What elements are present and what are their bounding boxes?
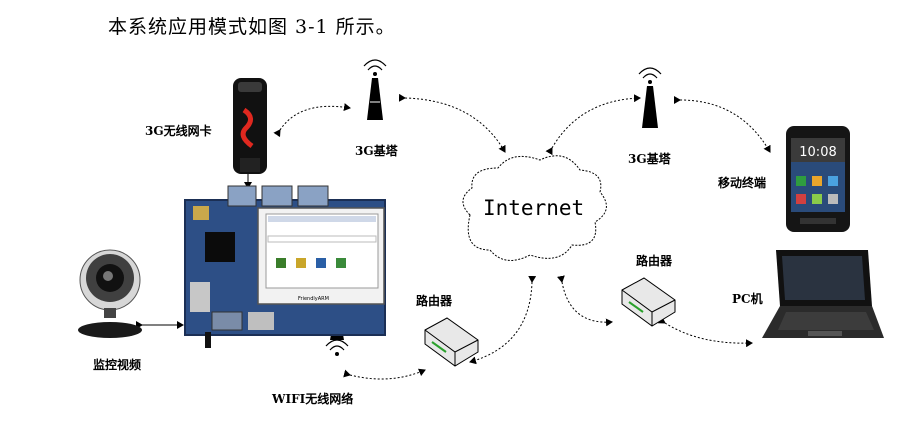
label-internet: Internet — [483, 196, 584, 220]
label-router-left: 路由器 — [416, 292, 452, 309]
label-mobile-terminal: 移动终端 — [718, 174, 766, 191]
cell-tower-icon — [364, 60, 386, 120]
link-internet-router-left — [470, 282, 532, 362]
webcam-icon — [78, 250, 142, 338]
cell-tower-icon — [639, 68, 661, 128]
3g-modem-icon — [233, 78, 267, 174]
label-3g-tower-right: 3G基塔 — [628, 150, 671, 167]
link-tower-mobile — [680, 100, 770, 152]
phone-clock: 10:08 — [799, 145, 836, 160]
link-wifi-router — [350, 370, 425, 379]
router-icon — [622, 278, 675, 326]
smartphone-icon: 10:08 — [786, 126, 850, 232]
link-modem-tower — [280, 106, 350, 130]
link-router-pc — [665, 323, 752, 343]
router-icon — [425, 318, 478, 366]
label-wifi: WIFI无线网络 — [272, 390, 353, 407]
link-tower-internet — [405, 98, 505, 152]
board-logo: FriendlyARM — [298, 296, 329, 302]
arm-board-icon: FriendlyARM — [185, 186, 385, 348]
label-3g-modem: 3G无线网卡 — [145, 122, 212, 139]
label-3g-tower-left: 3G基塔 — [355, 142, 398, 159]
link-internet-tower-right — [552, 98, 640, 148]
label-webcam: 监控视频 — [93, 356, 141, 373]
laptop-icon — [762, 250, 884, 338]
link-internet-router-right — [562, 282, 612, 322]
label-router-right: 路由器 — [636, 252, 672, 269]
label-pc: PC机 — [732, 290, 763, 307]
